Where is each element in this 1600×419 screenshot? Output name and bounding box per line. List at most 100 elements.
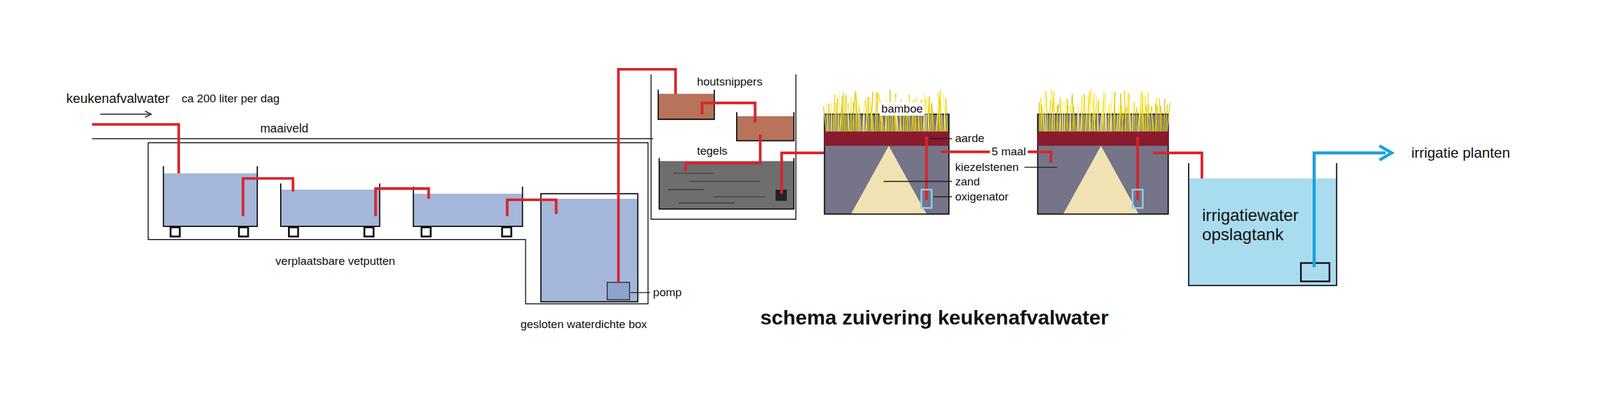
bamboo-stalk (1114, 104, 1116, 133)
bamboo-stalk (1157, 105, 1160, 133)
bamboo-stalk (1108, 104, 1110, 133)
tile-line (688, 181, 761, 182)
wheel (421, 227, 431, 237)
bamboo-stalk (1053, 91, 1055, 133)
tile-line (714, 196, 766, 197)
bamboo-stalk (830, 102, 832, 133)
bamboo-stalk (1078, 106, 1080, 134)
irrigation-arrow (1379, 145, 1392, 161)
bamboo-stalk (1060, 96, 1062, 133)
bamboo-stalk (1045, 90, 1048, 133)
wood-chips (736, 116, 794, 141)
wood-chips (658, 93, 715, 120)
bamboo-stalk (859, 106, 861, 133)
bamboo-stalk (1166, 102, 1170, 133)
bamboo-stalk (1120, 94, 1123, 133)
bamboo-stalk (1077, 103, 1078, 133)
bamboo-stalk (1073, 106, 1076, 133)
pipe (375, 188, 429, 217)
callout-label: keukenafvalwater (66, 91, 170, 107)
bamboo-stalk (945, 98, 948, 133)
bamboo-stalk (1062, 100, 1064, 133)
water (540, 198, 638, 302)
bamboo-stalk (926, 95, 930, 133)
bamboo-stalk (1056, 105, 1058, 133)
oxygenator (921, 189, 932, 208)
tile-line (678, 202, 735, 204)
bamboo-stalk (1110, 104, 1112, 133)
bamboo-stalk (875, 92, 876, 133)
inlet-pipe (92, 124, 179, 179)
pipe (685, 134, 761, 172)
tile-line (668, 189, 705, 190)
wheel (364, 227, 374, 237)
bamboo-stalk (858, 99, 860, 133)
bamboo-stalk (843, 92, 845, 133)
bamboo-stalk (839, 102, 843, 133)
bamboo-stalk (1160, 106, 1163, 133)
bamboo-stalk (1103, 91, 1105, 133)
pipe (507, 200, 557, 217)
bamboo-stalk (1142, 90, 1145, 133)
bamboo-stalk (1096, 95, 1099, 133)
bamboo-stalk (1155, 103, 1158, 133)
bamboo-stalk (1088, 89, 1091, 133)
bamboo-stalk (931, 104, 935, 134)
bamboo-stalk (845, 95, 847, 133)
wheel (289, 227, 299, 237)
bamboo-stalk (1089, 90, 1091, 133)
bamboo-stalk (1136, 107, 1137, 133)
sand-cone (1063, 145, 1139, 214)
bamboo-stalk (863, 98, 866, 133)
leader-line (933, 196, 952, 198)
chip-tray (658, 89, 715, 120)
bamboo-stalk (1100, 100, 1104, 133)
bamboo-stalk (1064, 101, 1066, 133)
bamboo-stalk (1145, 96, 1146, 134)
callout-label: maaiveld (260, 121, 309, 136)
bamboo-stalk (823, 106, 827, 133)
bamboo-stalk (837, 92, 840, 133)
bamboo (823, 89, 1170, 133)
bamboo-stalk (865, 100, 868, 133)
node-text: irrigatiewater opslagtank (1201, 206, 1307, 245)
bamboo-stalk (871, 107, 874, 133)
bamboo-stalk (1049, 100, 1050, 133)
bamboo-stalk (939, 91, 943, 134)
storage-tank: irrigatiewater opslagtank (1188, 163, 1337, 286)
bamboo-stalk (1080, 94, 1084, 133)
bamboo-stalk (1051, 89, 1054, 133)
callout-label: tegels (696, 144, 728, 158)
bamboo-stalk (1083, 93, 1085, 133)
bamboo-stalk (828, 103, 831, 133)
bamboo-stalk (1163, 98, 1166, 133)
bamboo-stalk (876, 92, 878, 133)
bamboo-stalk (1042, 106, 1046, 133)
bamboo-stalk (1069, 96, 1073, 133)
bamboo-stalk (1140, 101, 1143, 133)
bamboo-stalk (1124, 90, 1126, 133)
flow-arrow-head (145, 111, 152, 118)
bamboo-stalk (1131, 104, 1134, 133)
callout-label: houtsnippers (696, 75, 763, 89)
bamboo-stalk (1151, 107, 1155, 133)
tile-line (673, 172, 715, 174)
pit-outline (148, 142, 649, 305)
leader-line (630, 292, 650, 294)
wheel (170, 227, 180, 237)
bamboo-stalk (846, 94, 849, 133)
callout-label: 5 maal (989, 145, 1028, 159)
callout-label: verplaatsbare vetputten (275, 254, 396, 269)
callout-label: ca 200 liter per dag (181, 92, 281, 106)
bamboo-stalk (850, 97, 852, 133)
sand-cone (851, 145, 927, 214)
bamboo-stalk (1056, 104, 1059, 133)
bamboo-stalk (1081, 96, 1083, 133)
bamboo-stalk (1128, 91, 1132, 133)
pump-symbol (607, 282, 630, 300)
bamboo-stalk (826, 103, 829, 133)
bamboo-stalk (1113, 91, 1116, 133)
soil-layer (1037, 131, 1169, 146)
